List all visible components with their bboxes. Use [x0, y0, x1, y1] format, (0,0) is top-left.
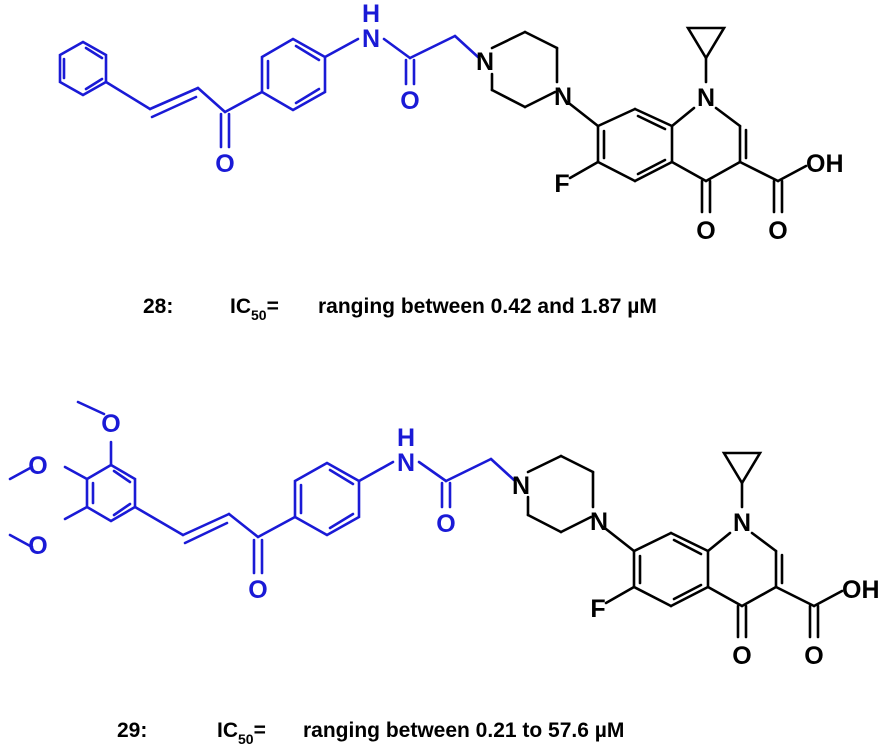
compound-29-methoxy-o-left: O	[28, 452, 47, 480]
compound-29-amide-h: H	[397, 424, 415, 452]
compound-29-piperazine-n2: N	[590, 508, 608, 536]
compound-29-amide-o: O	[436, 510, 455, 538]
compound-28-ic-range: ranging between 0.42 and 1.87 µM	[318, 295, 657, 318]
compound-29-ic-label: IC	[217, 719, 238, 742]
compound-29-acid-o: O	[804, 642, 823, 670]
compound-29-chalcone-fragment	[8, 400, 516, 575]
compound-28-ic-label: IC	[230, 295, 251, 318]
compound-28-quinolone-fragment	[490, 26, 808, 214]
compound-28-structure: H N O O N N N F O O OH	[58, 0, 844, 245]
compound-29-structure: O O O H N O O N N N F O O OH	[8, 400, 880, 670]
compound-29-number: 29:	[117, 719, 147, 742]
compound-28-quinolone-n: N	[697, 84, 715, 112]
compound-28-quinolone-o: O	[696, 217, 715, 245]
compound-28-chalcone-fragment	[58, 34, 480, 149]
compound-28-piperazine-n1: N	[476, 48, 494, 76]
compound-28-amide-h: H	[362, 0, 380, 28]
compound-28-acid-oh: OH	[806, 150, 844, 178]
compound-29-methoxy-o-bottom: O	[28, 532, 47, 560]
compound-29-ketone-o: O	[248, 576, 267, 604]
compound-29-caption: 29: IC50= ranging between 0.21 to 57.6 µ…	[117, 719, 624, 747]
compound-28-fluorine: F	[554, 170, 569, 198]
compound-28-amide-o: O	[400, 87, 419, 115]
compound-28-ic-subscript: 50	[251, 307, 267, 323]
compound-28-ic-equals: =	[267, 295, 279, 318]
compound-29-ic-range: ranging between 0.21 to 57.6 µM	[303, 719, 624, 742]
compound-29-amide-n: N	[397, 449, 415, 477]
compound-28-caption: 28: IC50= ranging between 0.42 and 1.87 …	[143, 295, 657, 323]
compound-28-acid-o: O	[768, 217, 787, 245]
compound-29-quinolone-o: O	[732, 642, 751, 670]
compound-28-piperazine-n2: N	[554, 83, 572, 111]
compound-29-acid-oh: OH	[842, 576, 880, 604]
compound-29-methoxy-o-top: O	[101, 410, 120, 438]
compound-28-number: 28:	[143, 295, 173, 318]
compound-29-ic-subscript: 50	[238, 731, 254, 747]
compound-29-ic-equals: =	[254, 719, 266, 742]
compound-29-quinolone-n: N	[733, 509, 751, 537]
compound-28-amide-n: N	[362, 25, 380, 53]
compound-29-quinolone-fragment	[526, 451, 844, 639]
compound-29-fluorine: F	[590, 595, 605, 623]
compound-29-piperazine-n1: N	[512, 472, 530, 500]
compound-28-ketone-o: O	[215, 150, 234, 178]
